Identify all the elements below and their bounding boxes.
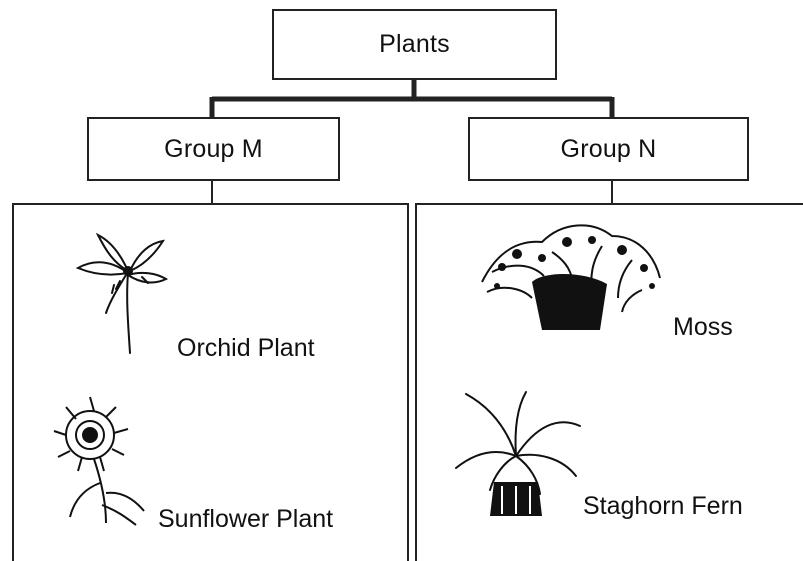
- root-label: Plants: [379, 30, 450, 59]
- root-node-plants: Plants: [272, 9, 557, 80]
- group-n-label: Group N: [561, 135, 657, 164]
- orchid-icon: [68, 213, 173, 358]
- sunflower-icon: [44, 393, 159, 528]
- moss-label: Moss: [673, 313, 733, 342]
- moss-icon: [472, 212, 667, 337]
- staghorn-fern-label: Staghorn Fern: [583, 492, 743, 521]
- orchid-label: Orchid Plant: [177, 334, 315, 363]
- staghorn-fern-icon: [446, 386, 586, 518]
- group-m-label: Group M: [164, 135, 263, 164]
- group-node-n: Group N: [468, 117, 749, 181]
- sunflower-label: Sunflower Plant: [158, 505, 333, 534]
- group-node-m: Group M: [87, 117, 340, 181]
